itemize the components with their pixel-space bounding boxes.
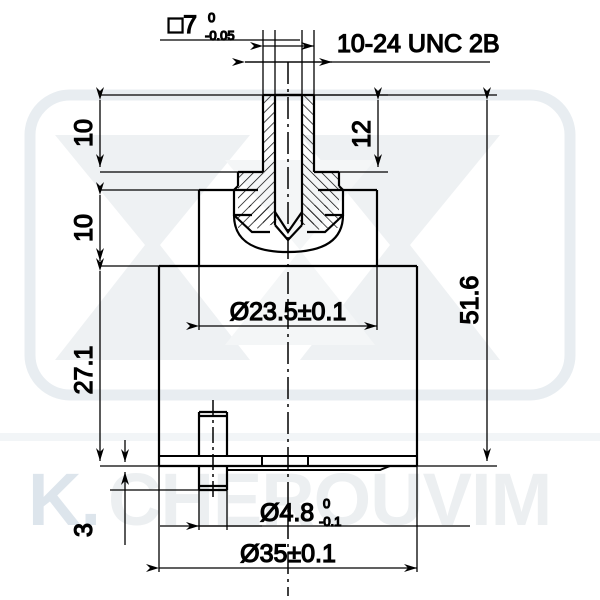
- watermark-text-secondary: CHEROUVIM: [108, 458, 551, 541]
- flange-collar: [232, 170, 345, 220]
- watermark-logo-right: [300, 135, 500, 360]
- dim-left-top-10-lines: [96, 87, 270, 173]
- dim-left-27-1-lines: [96, 258, 159, 467]
- dim-left-mid-10-lines: [96, 182, 199, 267]
- dim-left-mid-10-text: 10: [70, 214, 98, 242]
- dim-dia-23-5-text: Ø23.5±0.1: [230, 298, 347, 326]
- dim-left-top-10-text: 10: [70, 119, 98, 147]
- dimension-layer: □7 0 -0.05 10-24 UNC 2B 10: [69, 9, 500, 572]
- part-geometry: [157, 62, 419, 596]
- watermark-text-primary: K.: [28, 458, 100, 541]
- dim-left-3-text: 3: [70, 523, 98, 537]
- thread-callout-text: 10-24 UNC 2B: [337, 30, 500, 58]
- dim-dia-23-5-lines: [186, 190, 378, 330]
- watermark-band: [0, 433, 600, 441]
- dim-dia-35-lines: [146, 466, 418, 572]
- dim-left-3-lines: [110, 440, 199, 545]
- dim-minor-dia-top: [232, 30, 490, 95]
- dim-square-7-tol-lower: -0.05: [205, 28, 235, 43]
- dim-right-51-6-lines: [314, 87, 497, 467]
- internal-step-lines: [159, 455, 417, 466]
- dim-square-7-tol-upper: 0: [208, 10, 215, 25]
- threaded-stud-outline: [261, 93, 316, 225]
- bottom-chamfer-line: [227, 465, 391, 471]
- dim-dia-4-8-tol-upper: 0: [323, 496, 330, 511]
- dim-square-7-symbol: □7: [168, 11, 197, 39]
- dim-dia-35-text: Ø35±0.1: [240, 540, 336, 568]
- dim-left-27-1-text: 27.1: [70, 346, 98, 395]
- dim-right-51-6-text: 51.6: [456, 276, 484, 325]
- dim-inner-12-text: 12: [348, 120, 376, 148]
- dim-dia-4-8-text: Ø4.8: [260, 499, 314, 527]
- dim-dia-4-8-lines: [160, 490, 470, 530]
- dim-dia-4-8-tol-lower: -0.1: [319, 514, 341, 529]
